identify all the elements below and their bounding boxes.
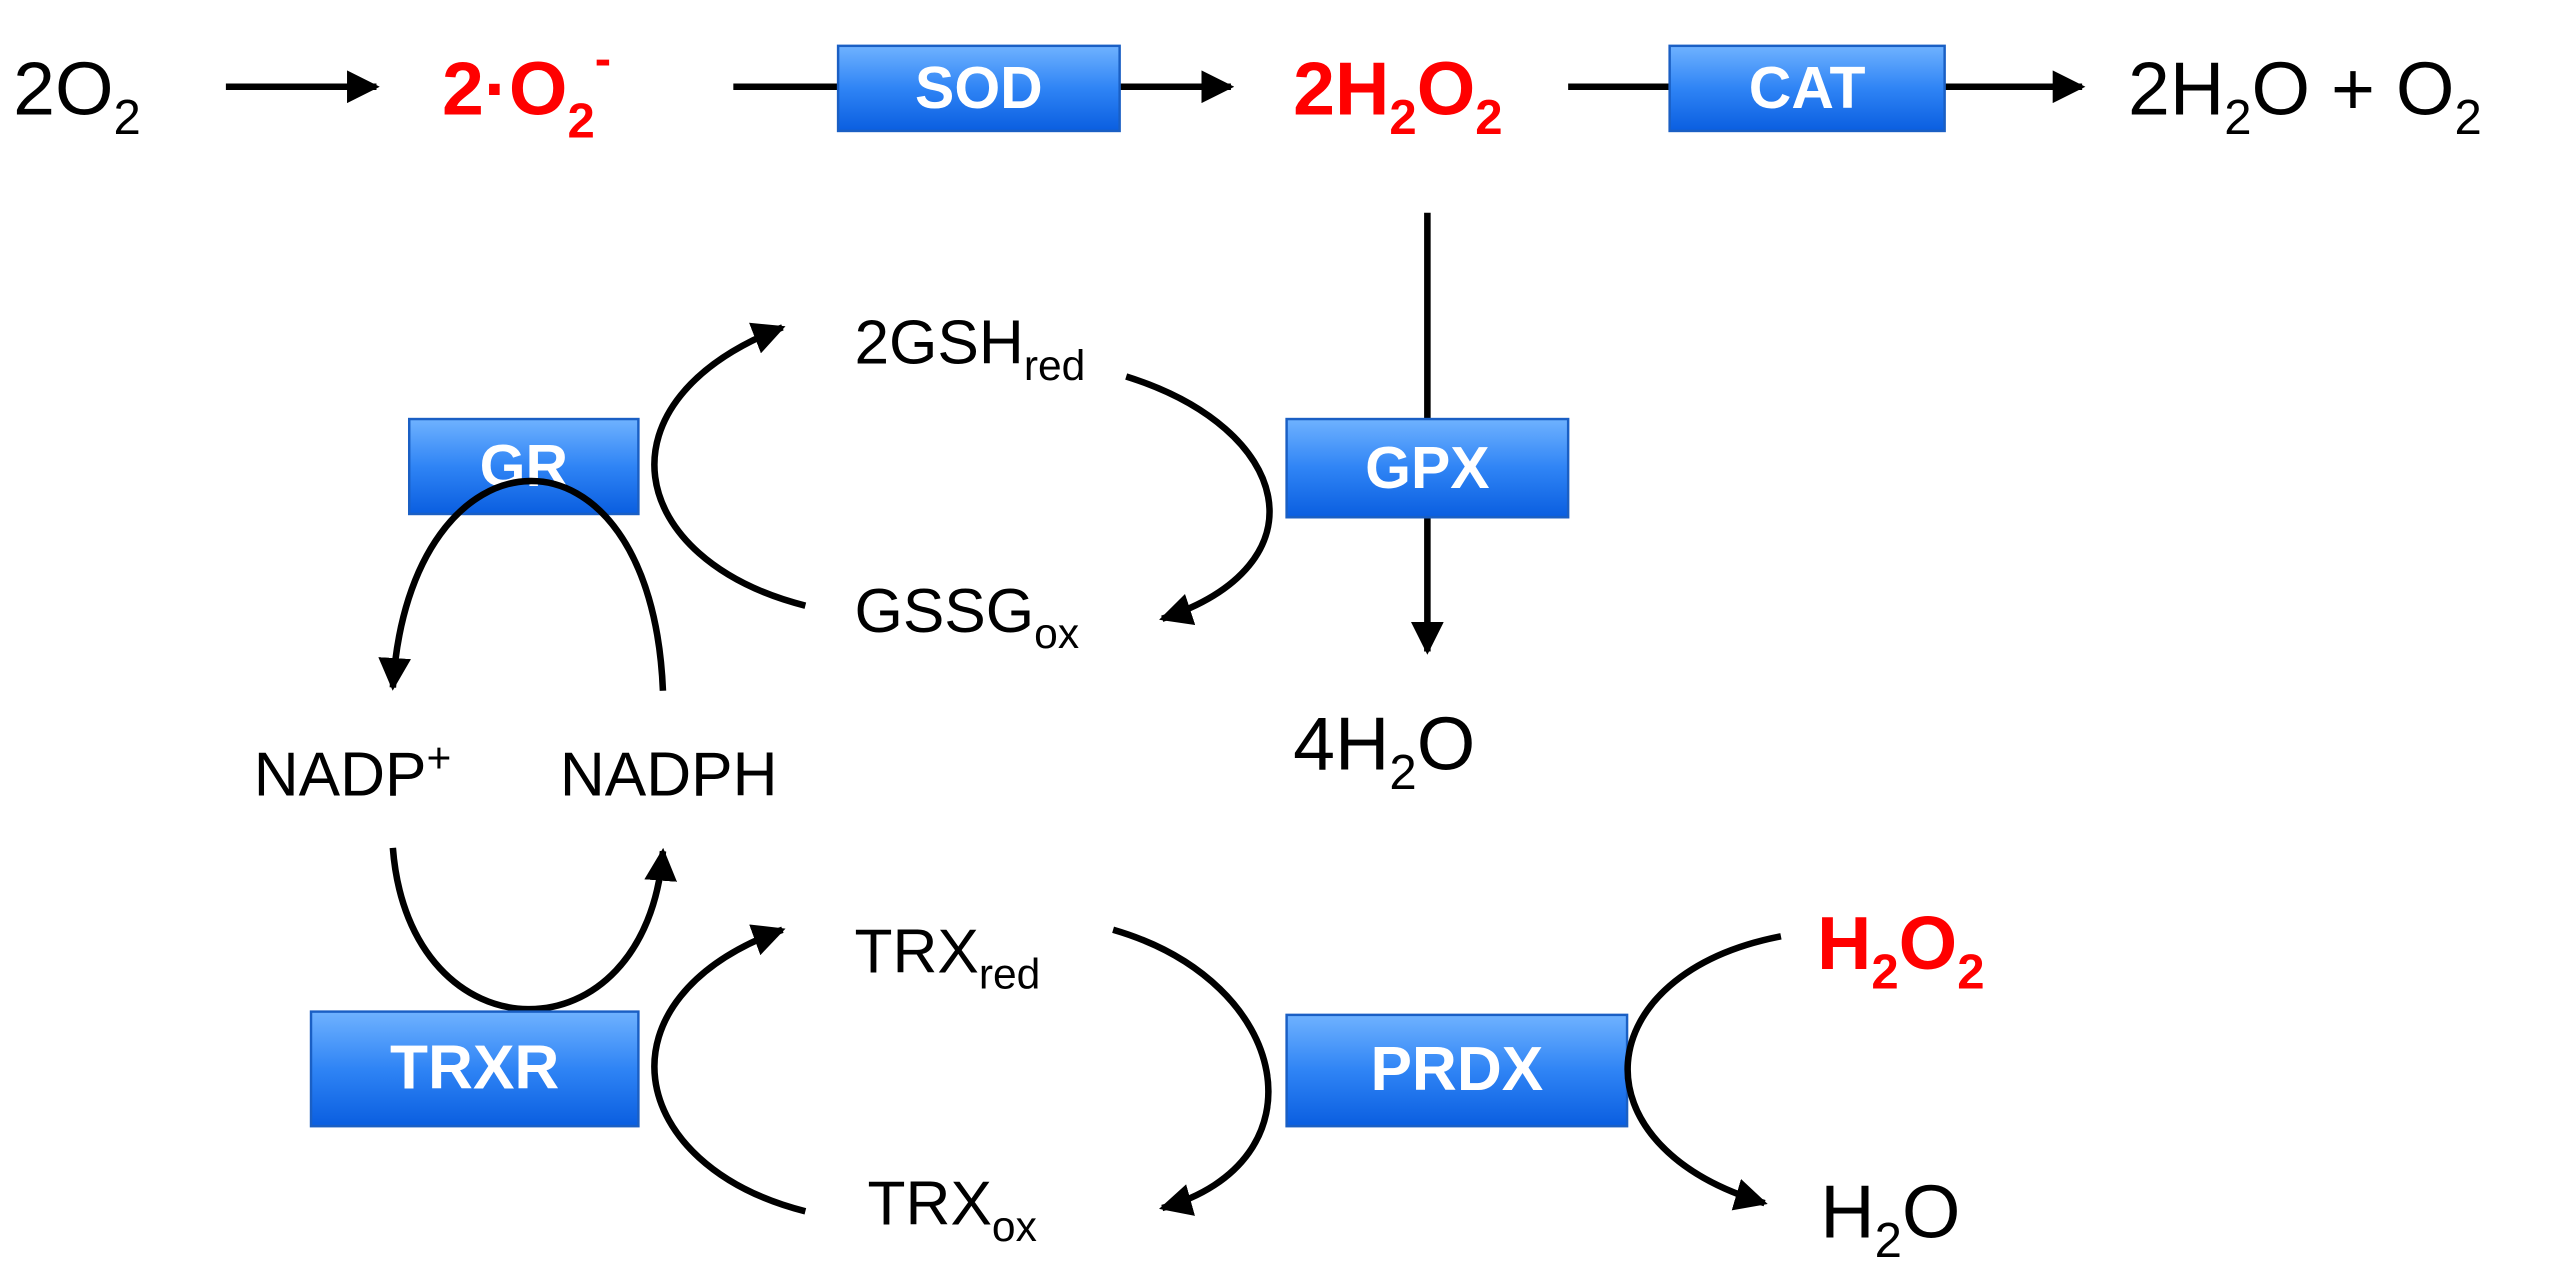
arrow-trx-ox-to-trx-red	[651, 924, 807, 1215]
cat-enzyme-box: CAT	[1668, 44, 1946, 133]
prdx-water-label: H2O	[1820, 1169, 1960, 1268]
nadp-plus-label: NADP+	[254, 735, 452, 810]
arrow-trx-red-to-trx-ox	[1112, 926, 1272, 1216]
gr-enzyme-box: GR	[407, 417, 640, 516]
prdx-enzyme-box: PRDX	[1285, 1013, 1629, 1128]
gpx-enzyme-box: GPX	[1285, 417, 1570, 519]
sod-label: SOD	[915, 56, 1043, 121]
arrow-nadp-to-nadph-via-trxr	[389, 847, 677, 1013]
gssg-oxidized-label: GSSGox	[854, 577, 1079, 658]
trxr-enzyme-box: TRXR	[309, 1010, 640, 1128]
arrow-nadph-to-nadp-via-gr	[378, 477, 667, 691]
nadph-label: NADPH	[560, 741, 778, 810]
catalase-product-label: 2H2O + O2	[2128, 47, 2482, 146]
trx-reduced-label: TRXred	[854, 917, 1040, 998]
gsh-reduced-label: 2GSHred	[854, 308, 1085, 389]
gpx-water-label: 4H2O	[1293, 701, 1475, 800]
arrow-peroxide-to-water-via-prdx	[1624, 933, 1782, 1211]
superoxide-label: 2·O2-	[442, 32, 611, 148]
cat-label: CAT	[1749, 56, 1866, 121]
trx-oxidized-label: TRXox	[868, 1169, 1037, 1250]
oxygen-label: 2O2	[13, 47, 141, 146]
arrow-gsh-to-gssg	[1125, 373, 1273, 626]
prdx-peroxide-label: H2O2	[1817, 901, 1985, 1000]
arrow-gssg-to-gsh	[651, 322, 807, 609]
trxr-label: TRXR	[390, 1034, 559, 1103]
gpx-label: GPX	[1365, 436, 1489, 501]
peroxide-label: 2H2O2	[1293, 47, 1502, 146]
prdx-label: PRDX	[1370, 1035, 1543, 1104]
sod-enzyme-box: SOD	[836, 44, 1121, 133]
